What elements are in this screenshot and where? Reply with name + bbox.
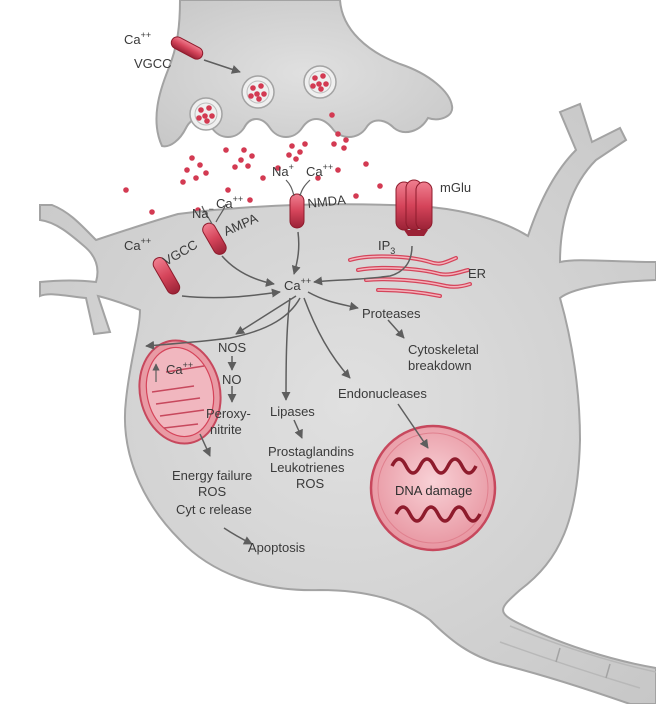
axon-node: [605, 663, 611, 679]
proteases-label: Proteases: [362, 306, 421, 321]
endonucleases-label: Endonucleases: [338, 386, 427, 401]
axon-sheath: [499, 641, 641, 689]
ros-mito-label: ROS: [198, 484, 227, 499]
leukotrienes-label: Leukotrienes: [270, 460, 345, 475]
axon-node: [555, 647, 561, 663]
nmda-na-label: Na+: [272, 162, 294, 179]
nmda-label: NMDA: [307, 192, 347, 211]
breakdown-label: breakdown: [408, 358, 472, 373]
pathway-arrows: [145, 231, 429, 545]
peroxynitrite-label-1: Peroxy-: [206, 406, 251, 421]
dna-strand: [394, 505, 482, 523]
nmda-ion-path: [299, 179, 311, 197]
ip3-label: IP3: [378, 238, 395, 256]
ampa-receptor: [201, 203, 227, 255]
er-label: ER: [468, 266, 486, 281]
prostaglandins-label: Prostaglandins: [268, 444, 354, 459]
nmda-receptor: [285, 179, 311, 229]
vgcc-channel: [152, 257, 181, 295]
cytoskeletal-label: Cytoskeletal: [408, 342, 479, 357]
nmda-ion-path: [285, 179, 295, 197]
dna-strand: [390, 457, 478, 475]
mito-ca-label: Ca++: [166, 360, 193, 377]
mglu-label: mGlu: [440, 180, 471, 195]
presynaptic-ca-label: Ca++: [124, 30, 151, 47]
lipases-label: Lipases: [270, 404, 315, 419]
ros-lipases-label: ROS: [296, 476, 325, 491]
ampa-ca-label: Ca++: [216, 194, 243, 211]
cytc-release-label: Cyt c release: [176, 502, 252, 517]
axon-sheath: [509, 625, 656, 673]
peroxynitrite-label-2: nitrite: [210, 422, 242, 437]
apoptosis-label: Apoptosis: [248, 540, 306, 555]
nmda-ca-label: Ca++: [306, 162, 333, 179]
dna-damage-label: DNA damage: [395, 483, 472, 498]
mglu-receptor: [395, 179, 433, 236]
presynaptic-terminal: [155, 0, 454, 148]
presynaptic-vgcc-channel: [170, 36, 204, 60]
energy-failure-label: Energy failure: [172, 468, 252, 483]
vesicle: [303, 65, 337, 99]
ampa-ion-path: [215, 203, 227, 223]
mitochondrion: [138, 339, 222, 445]
no-label: NO: [222, 372, 242, 387]
text-labels: Ca++ VGCC Na− Ca++ AMPA Na+ Ca++ NMDA mG…: [124, 30, 486, 555]
glutamate-molecules: [123, 112, 383, 215]
vesicle: [189, 97, 223, 131]
ampa-na-label: Na−: [192, 204, 214, 221]
presynaptic-vgcc-label: VGCC: [134, 56, 172, 71]
endoplasmic-reticulum-core: [349, 255, 471, 297]
presynaptic-ca-arrow: [203, 59, 241, 74]
postsynaptic-neuron: [39, 102, 656, 704]
ampa-ion-path: [201, 205, 213, 225]
nos-label: NOS: [218, 340, 247, 355]
intracellular-ca-label: Ca++: [284, 276, 311, 293]
vgcc-ca-label: Ca++: [124, 236, 151, 253]
vesicle: [241, 75, 275, 109]
nucleus: [369, 424, 497, 552]
